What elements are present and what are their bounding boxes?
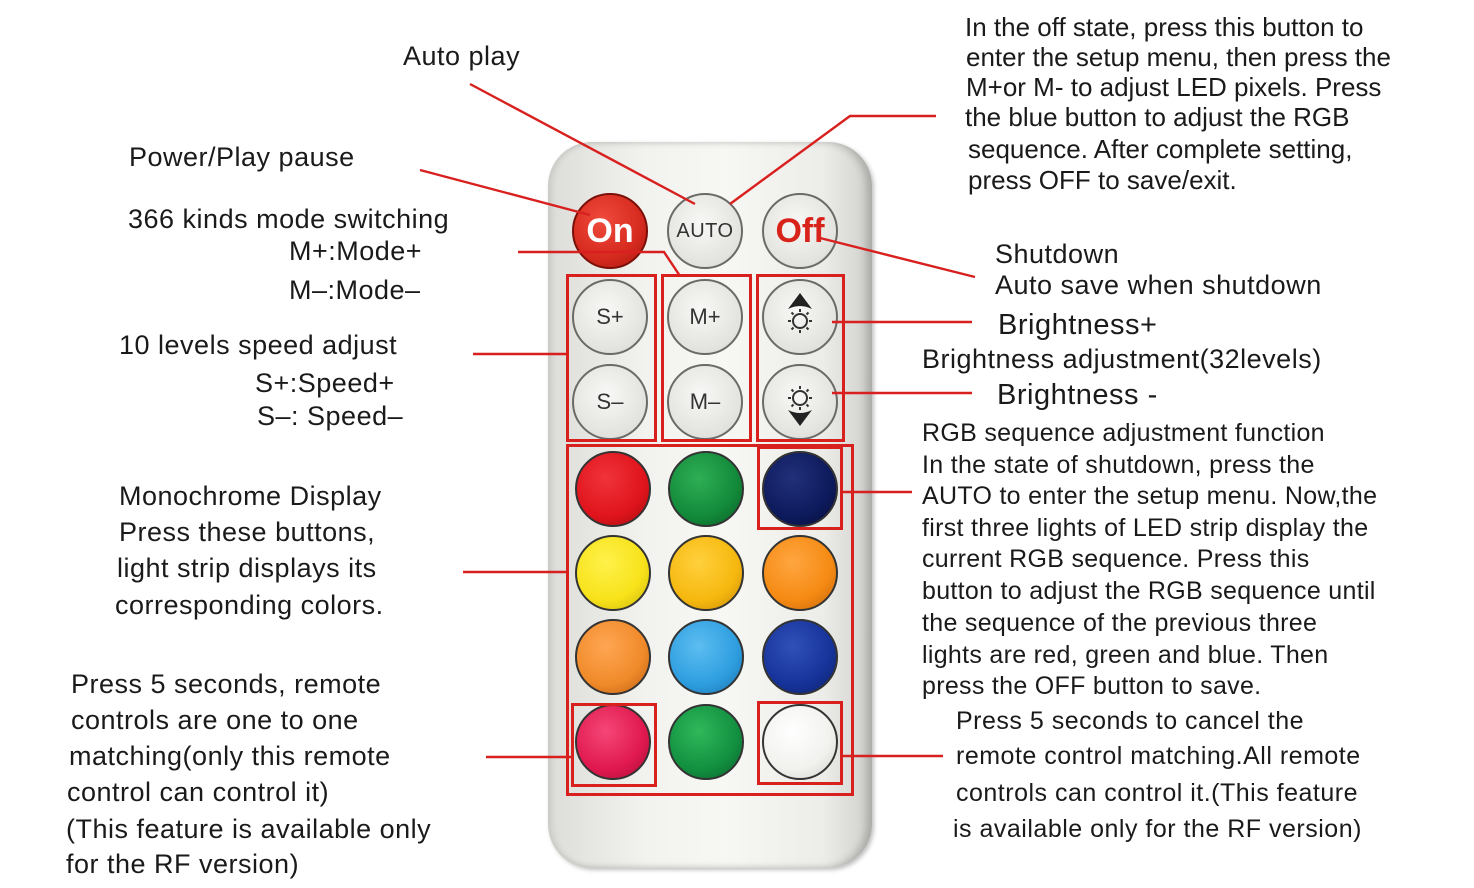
orange2-color-button[interactable] <box>575 619 651 695</box>
cancel-label-line3: controls can control it.(This feature <box>956 779 1358 807</box>
setup-label-line5: sequence. After complete setting, <box>968 134 1353 164</box>
match-button-box <box>571 703 657 787</box>
blue-color-button[interactable] <box>762 619 838 695</box>
speed-minus-label: S–: Speed– <box>257 401 404 431</box>
rgb-label-line9: press the OFF button to save. <box>922 672 1262 700</box>
amber-color-button[interactable] <box>668 535 744 611</box>
rgb-label-line5: current RGB sequence. Press this <box>922 545 1310 573</box>
brightness-adjust-label: Brightness adjustment(32levels) <box>922 344 1322 374</box>
pink-match-button[interactable] <box>575 704 651 780</box>
navy-rgb-sequence-button[interactable] <box>762 451 838 527</box>
red-color-button[interactable] <box>575 451 651 527</box>
white-cancel-match-button[interactable] <box>762 704 838 780</box>
cancel-label-line4: is available only for the RF version) <box>953 815 1362 843</box>
rgb-label-line8: lights are red, green and blue. Then <box>922 641 1329 669</box>
rgb-sequence-box <box>757 446 843 530</box>
speed-buttons-box <box>566 274 657 442</box>
brightness-plus-label: Brightness+ <box>998 309 1158 341</box>
brightness-minus-label: Brightness - <box>997 379 1158 411</box>
match-label-line4: control can control it) <box>67 777 330 807</box>
sun-arrow-down-icon <box>788 386 812 426</box>
cancel-match-box <box>757 701 843 785</box>
color-buttons-box <box>566 444 854 796</box>
on-button[interactable]: On <box>572 193 648 269</box>
rgb-label-line3: AUTO to enter the setup menu. Now,the <box>922 482 1378 510</box>
mode-buttons-box <box>661 274 752 442</box>
match-label-line5: (This feature is available only <box>66 814 432 844</box>
monochrome-label-line1: Monochrome Display <box>119 481 382 511</box>
brightness-minus-button[interactable] <box>762 364 838 440</box>
match-label-line6: for the RF version) <box>66 849 300 879</box>
cancel-label-line1: Press 5 seconds to cancel the <box>956 707 1305 735</box>
match-label-line1: Press 5 seconds, remote <box>71 669 382 699</box>
setup-label-line4: the blue button to adjust the RGB <box>965 102 1350 132</box>
setup-label-line1: In the off state, press this button to <box>965 12 1364 42</box>
mode-plus-label: M+:Mode+ <box>289 236 423 266</box>
rgb-label-line2: In the state of shutdown, press the <box>922 451 1315 479</box>
rgb-label-line7: the sequence of the previous three <box>922 609 1318 637</box>
match-label-line3: matching(only this remote <box>69 741 391 771</box>
speed-minus-button[interactable]: S– <box>572 364 648 440</box>
orange-color-button[interactable] <box>762 535 838 611</box>
cancel-label-line2: remote control matching.All remote <box>956 742 1361 770</box>
auto-save-label: Auto save when shutdown <box>995 270 1322 300</box>
monochrome-label-line4: corresponding colors. <box>115 590 384 620</box>
shutdown-label: Shutdown <box>995 239 1120 269</box>
mode-switching-label: 366 kinds mode switching <box>128 204 450 234</box>
power-play-pause-label: Power/Play pause <box>129 142 355 172</box>
sky-blue-color-button[interactable] <box>668 619 744 695</box>
mode-plus-button[interactable]: M+ <box>667 279 743 355</box>
auto-button[interactable]: AUTO <box>667 193 743 269</box>
rgb-label-line4: first three lights of LED strip display … <box>922 514 1369 542</box>
rgb-label-line6: button to adjust the RGB sequence until <box>922 577 1376 605</box>
setup-label-line2: enter the setup menu, then press the <box>966 42 1391 72</box>
off-button[interactable]: Off <box>762 193 838 269</box>
monochrome-label-line3: light strip displays its <box>117 553 377 583</box>
brightness-plus-button[interactable] <box>762 279 838 355</box>
sun-arrow-up-icon <box>788 293 812 333</box>
speed-adjust-label: 10 levels speed adjust <box>119 330 398 360</box>
rgb-label-line1: RGB sequence adjustment function <box>922 419 1325 447</box>
brightness-buttons-box <box>756 274 845 442</box>
setup-label-line3: M+or M- to adjust LED pixels. Press <box>966 72 1382 102</box>
speed-plus-label: S+:Speed+ <box>255 368 395 398</box>
setup-label-line6: press OFF to save/exit. <box>968 165 1237 195</box>
match-label-line2: controls are one to one <box>71 705 359 735</box>
mode-minus-label: M–:Mode– <box>289 275 421 305</box>
monochrome-label-line2: Press these buttons, <box>119 517 376 547</box>
speed-plus-button[interactable]: S+ <box>572 279 648 355</box>
green-color-button[interactable] <box>668 451 744 527</box>
auto-play-label: Auto play <box>403 41 521 71</box>
yellow-color-button[interactable] <box>575 535 651 611</box>
green2-color-button[interactable] <box>668 704 744 780</box>
